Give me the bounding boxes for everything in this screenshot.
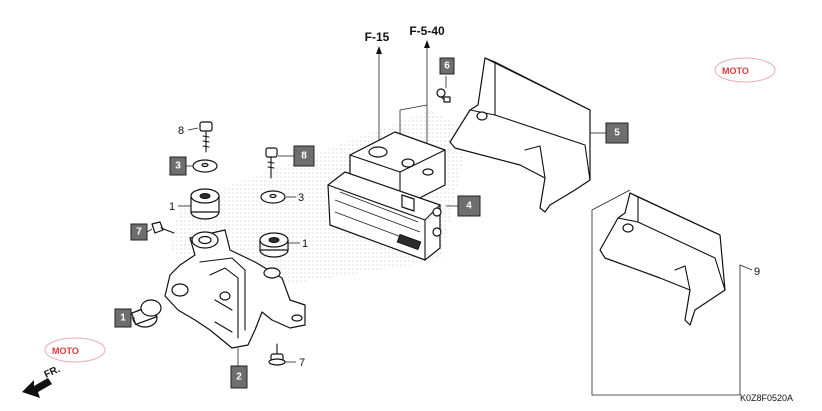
- bolt-7-lower: [268, 343, 286, 366]
- bolt-8-right: [265, 147, 278, 179]
- callout-box-6: 6: [439, 57, 455, 75]
- svg-text:7: 7: [136, 227, 142, 238]
- grommet-1-left: [131, 299, 162, 328]
- cover-5: [449, 57, 591, 213]
- svg-text:MOTO: MOTO: [52, 346, 79, 356]
- callout-box-5: 5: [605, 122, 629, 144]
- leader-lines: [131, 76, 606, 366]
- svg-text:4: 4: [466, 201, 472, 212]
- mount-bracket-2: [164, 229, 306, 349]
- svg-text:8: 8: [301, 151, 307, 162]
- callout-7-lower: 7: [299, 357, 305, 369]
- svg-text:3: 3: [175, 161, 181, 172]
- grommet-1-upper: [190, 188, 220, 220]
- callout-8: 8: [178, 125, 184, 137]
- callout-box-3: 3: [169, 156, 187, 176]
- cover-9: [599, 192, 726, 326]
- callout-9: 9: [754, 266, 760, 278]
- svg-text:FR.: FR.: [43, 364, 62, 381]
- callout-box-2: 2: [230, 365, 248, 389]
- washer-3-left: [192, 159, 218, 173]
- diagram-code: K0Z8F0520A: [740, 393, 793, 403]
- bolt-6: [436, 88, 451, 103]
- abs-modulator-unit: [327, 131, 446, 261]
- callout-1-left: 1: [169, 201, 175, 213]
- bolt-7-upper: [151, 221, 175, 234]
- watermark-logo-top: MOTO: [714, 57, 776, 83]
- svg-text:1: 1: [120, 313, 126, 324]
- svg-text:6: 6: [444, 61, 450, 72]
- reference-f15: F-15: [365, 30, 390, 44]
- washer-3-right: [260, 190, 286, 204]
- reference-f5-40: F-5-40: [409, 24, 445, 38]
- callout-1-right: 1: [302, 238, 308, 250]
- callout-box-4: 4: [457, 195, 481, 217]
- svg-text:MOTO: MOTO: [722, 66, 749, 76]
- callout-box-7: 7: [130, 223, 148, 241]
- svg-text:2: 2: [236, 372, 242, 383]
- grommet-1-lower: [259, 232, 289, 258]
- svg-text:5: 5: [614, 128, 620, 139]
- watermark-logo-left: MOTO: [44, 337, 106, 363]
- leader-9: [591, 189, 753, 396]
- bolt-8-left: [199, 121, 213, 153]
- callout-box-8: 8: [293, 145, 315, 167]
- callout-3-right: 3: [298, 192, 304, 204]
- front-direction-arrow-icon: FR.: [22, 364, 62, 398]
- callout-box-1: 1: [114, 308, 132, 328]
